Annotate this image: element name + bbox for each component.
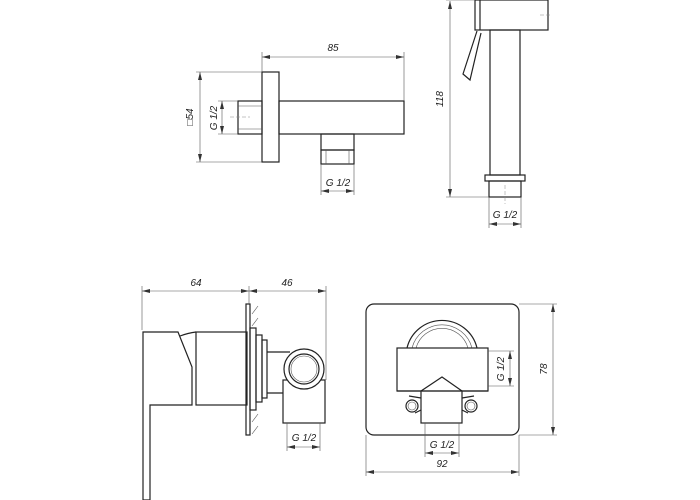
mixer-side-view: 64 46 G 1/2 [141, 278, 327, 500]
dim-flange: □54 [185, 108, 196, 126]
wall-elbow-view: 85 □54 G 1/2 G 1/2 [185, 43, 405, 195]
dim-side-thread: G 1/2 [496, 356, 507, 381]
dim-body-depth: 46 [281, 278, 293, 289]
dim-inlet-thread: G 1/2 [209, 105, 220, 130]
dim-outlet-thread: G 1/2 [326, 178, 351, 189]
dim-width: 92 [436, 459, 448, 470]
dim-height: 78 [539, 363, 550, 375]
dim-lever-depth: 64 [190, 278, 202, 289]
dim-length: 85 [327, 43, 339, 54]
dim-outlet-thread: G 1/2 [292, 433, 317, 444]
dim-bottom-thread: G 1/2 [430, 440, 455, 451]
hand-shower-view: 118 G 1/2 [435, 0, 552, 228]
dim-thread: G 1/2 [493, 210, 518, 221]
mixer-front-view: G 1/2 78 G 1/2 92 [365, 303, 557, 476]
dim-height: 118 [435, 91, 446, 107]
